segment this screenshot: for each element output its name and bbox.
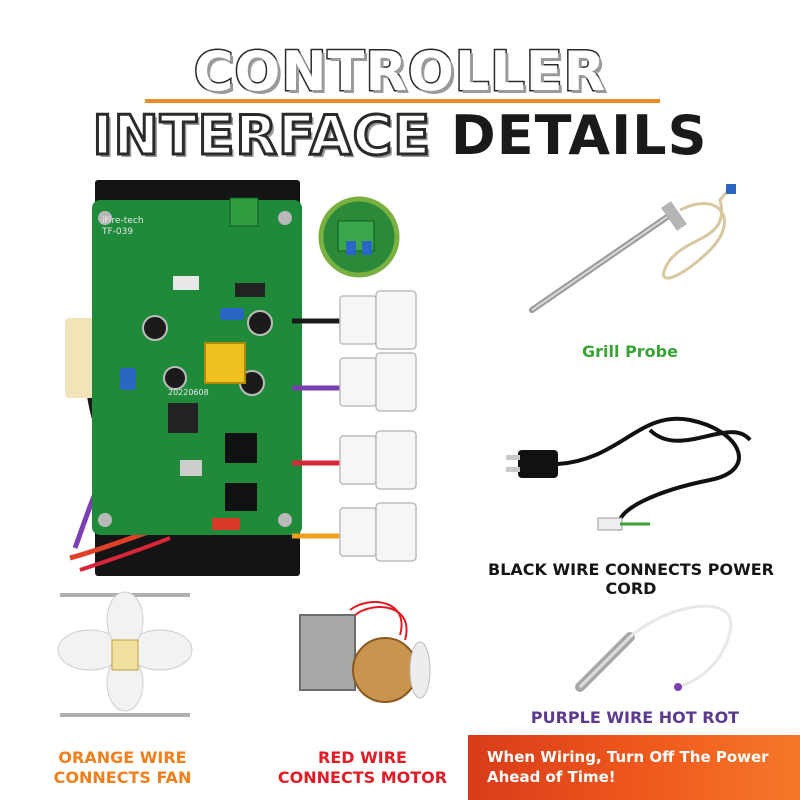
label-motor-line-2: CONNECTS MOTOR (277, 768, 448, 787)
label-motor-line-1: RED WIRE (318, 748, 407, 767)
warning-text: When Wiring, Turn Off The Power Ahead of… (487, 747, 797, 787)
fan-image (57, 591, 193, 717)
label-grill-probe: Grill Probe (582, 342, 678, 361)
controller-board-image (65, 180, 417, 576)
title-line-1: CONTROLLER (192, 39, 607, 105)
board-silkscreen: iFire-tech TF-039 (102, 216, 144, 238)
label-fan-line-2: CONNECTS FAN (53, 768, 192, 787)
board-model: TF-039 (102, 227, 134, 237)
board-brand: iFire-tech (102, 216, 144, 226)
terminal-zoom-inset (318, 196, 400, 278)
title-line-2-outline: INTERFACE (91, 103, 451, 169)
board-date-code: 20220608 (168, 388, 209, 397)
title-divider (145, 99, 660, 103)
warning-line-1: When Wiring, Turn Off The Power (487, 748, 769, 766)
motor-image (299, 601, 431, 703)
label-hot-rod: PURPLE WIRE HOT ROT (530, 708, 740, 727)
label-motor: RED WIRE CONNECTS MOTOR (270, 748, 455, 788)
hot-rod-image (575, 604, 733, 692)
warning-line-2: Ahead of Time! (487, 768, 616, 786)
title-line-2: INTERFACE DETAILS (0, 103, 800, 169)
label-fan: ORANGE WIRE CONNECTS FAN (40, 748, 205, 788)
grill-probe-image (529, 184, 736, 313)
title-line-2-solid: DETAILS (450, 104, 708, 167)
label-fan-line-1: ORANGE WIRE (58, 748, 187, 767)
label-power-cord: BLACK WIRE CONNECTS POWER CORD (488, 560, 774, 598)
warning-banner (468, 735, 800, 800)
pcb (92, 200, 302, 535)
power-cord-image (506, 416, 752, 531)
